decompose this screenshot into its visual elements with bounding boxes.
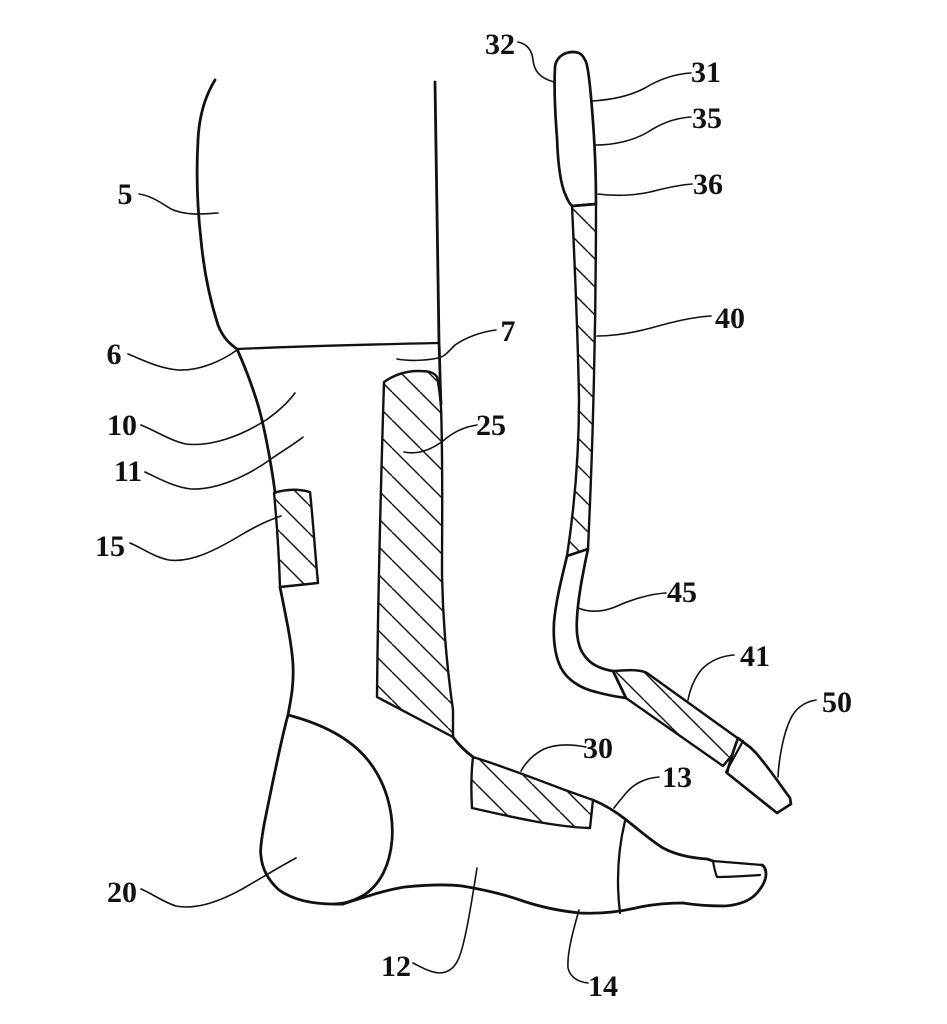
leader-line-25 <box>403 424 478 454</box>
foot-plate-boundary <box>724 739 745 774</box>
ref-numeral-36: 36 <box>693 168 723 201</box>
leg-and-sock <box>195 78 768 915</box>
brace-upper-cuff <box>553 50 598 208</box>
ref-numeral-25: 25 <box>476 409 506 442</box>
calf-back-outline <box>235 347 277 494</box>
leader-line-41 <box>687 654 735 701</box>
leader-line-20 <box>140 857 297 908</box>
leader-line-13 <box>613 776 660 809</box>
leader-line-35 <box>595 116 692 146</box>
ref-numeral-5: 5 <box>118 178 133 211</box>
leader-line-12 <box>412 867 478 974</box>
upper-leg-outline <box>195 78 239 351</box>
toe-nail-top-edge <box>711 859 764 867</box>
ref-numeral-41: 41 <box>740 640 770 673</box>
leader-line-15 <box>129 515 282 562</box>
leader-line-14 <box>567 909 589 984</box>
ref-numeral-30: 30 <box>583 732 613 765</box>
calf-patch-15 <box>272 488 320 589</box>
reference-labels: 5 6 10 11 15 20 12 14 13 30 25 7 32 31 35 36 40 45 41 50 <box>95 28 852 1003</box>
brace-foot-plate-50 <box>725 736 793 815</box>
foot-sole-outline <box>341 883 685 915</box>
leader-line-7 <box>396 329 497 362</box>
instep-band-30 <box>470 755 595 830</box>
leader-line-6 <box>127 349 238 371</box>
shin-front-line <box>433 80 443 406</box>
leader-line-11 <box>144 436 304 490</box>
ref-numeral-45: 45 <box>667 576 697 609</box>
leader-line-45 <box>577 592 667 613</box>
sock-cuff-top-line <box>235 341 440 351</box>
leader-line-36 <box>597 183 693 197</box>
toe-nail-left-edge <box>711 859 719 879</box>
ref-numeral-14: 14 <box>588 970 618 1003</box>
leader-line-40 <box>596 315 712 337</box>
leader-line-31 <box>591 72 692 102</box>
orthosis-brace <box>552 50 793 815</box>
brace-strut-40 <box>565 202 598 558</box>
ref-numeral-40: 40 <box>715 302 745 335</box>
ref-numeral-32: 32 <box>485 28 515 61</box>
toe-nail-bottom-edge <box>715 873 762 879</box>
instep-outline <box>451 735 475 759</box>
leader-line-50 <box>777 699 817 778</box>
leader-line-32 <box>517 41 555 83</box>
ref-numeral-13: 13 <box>662 761 692 794</box>
ref-numeral-35: 35 <box>692 102 722 135</box>
heel-pad-outline <box>286 713 394 906</box>
ref-numeral-15: 15 <box>95 530 125 563</box>
ankle-back-outline <box>259 585 345 906</box>
toe-tip-outline <box>681 863 768 908</box>
ref-numeral-50: 50 <box>822 686 852 719</box>
instep-outline-toe <box>591 798 715 863</box>
brace-ankle-bend-45 <box>552 547 628 700</box>
leader-line-30 <box>520 744 587 772</box>
shin-panel-25 <box>375 369 455 739</box>
brace-foot-arm-41 <box>611 668 745 768</box>
ref-numeral-6: 6 <box>107 338 122 371</box>
leader-line-10 <box>140 392 296 446</box>
toe-cap-boundary <box>616 819 627 915</box>
leader-line-5 <box>138 193 219 215</box>
ref-numeral-20: 20 <box>107 876 137 909</box>
ref-numeral-11: 11 <box>114 455 142 488</box>
ref-numeral-10: 10 <box>107 409 137 442</box>
ref-numeral-12: 12 <box>381 950 411 983</box>
ref-numeral-31: 31 <box>691 56 721 89</box>
ref-numeral-7: 7 <box>501 315 516 348</box>
